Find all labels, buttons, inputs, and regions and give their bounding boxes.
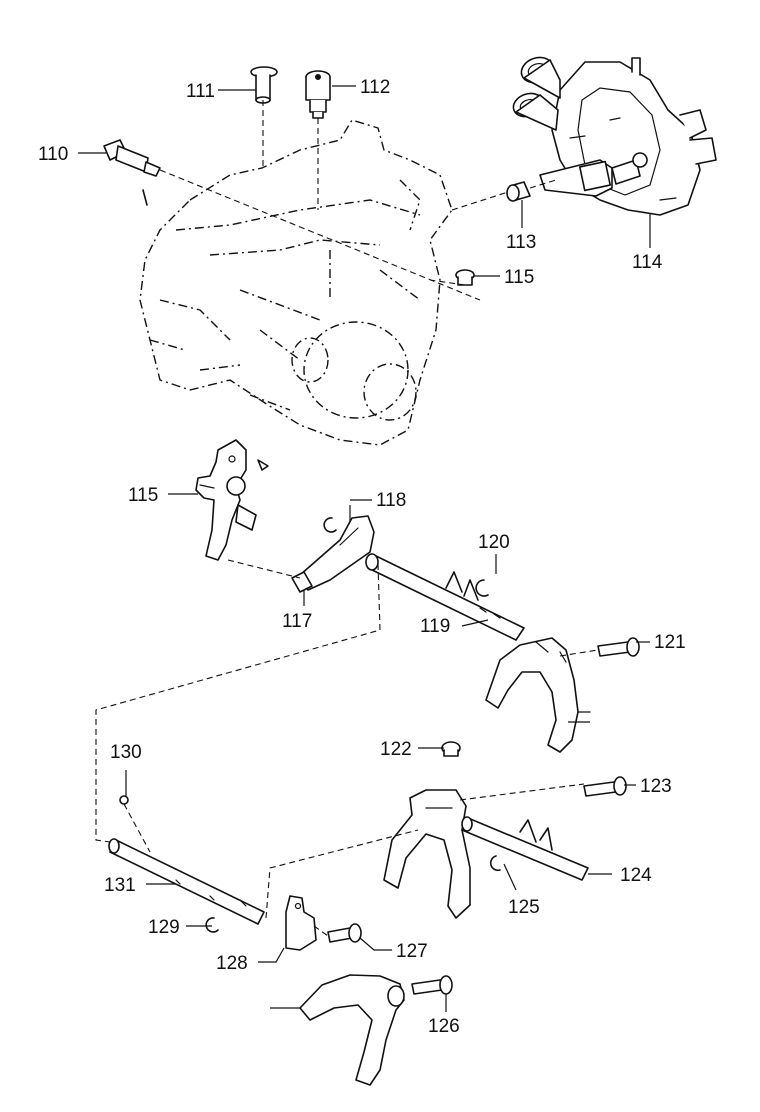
shift-fork-upper	[485, 637, 591, 753]
bolt-115-upper	[455, 269, 475, 286]
callout-120: 120	[478, 532, 510, 553]
ball-130	[119, 795, 129, 805]
callout-117: 117	[282, 611, 312, 632]
guide-lines-lower	[95, 559, 599, 937]
callout-114: 114	[632, 252, 663, 273]
callout-129: 129	[148, 917, 180, 938]
shaft-124	[461, 816, 589, 881]
switch-112	[305, 70, 331, 119]
callout-115-lower: 115	[128, 485, 158, 506]
guide-lines-upper	[159, 100, 557, 301]
callout-110: 110	[38, 144, 68, 165]
callout-125: 125	[508, 897, 540, 918]
shaft-119	[365, 553, 525, 641]
callout-113: 113	[506, 232, 536, 253]
callout-111: 111	[186, 81, 215, 102]
oil-seal-113	[506, 181, 531, 202]
callout-115-upper: 115	[504, 267, 534, 288]
callout-127: 127	[396, 941, 428, 962]
shift-head-128	[285, 895, 317, 951]
bolt-126	[411, 975, 453, 995]
callout-130: 130	[110, 742, 142, 763]
snap-ring-120	[475, 579, 489, 597]
shift-fork-middle	[383, 789, 471, 919]
callout-119: 119	[420, 616, 450, 637]
shaft-131	[108, 838, 265, 925]
plug-111	[250, 66, 278, 104]
bolt-123	[583, 776, 627, 797]
snap-ring-125	[489, 855, 501, 872]
shift-select-housing	[512, 56, 717, 216]
bolt-127	[327, 923, 362, 943]
shift-lever-115	[195, 439, 269, 561]
transaxle-case	[139, 119, 453, 446]
plug-122	[441, 741, 461, 757]
callout-118: 118	[376, 490, 406, 511]
callout-126: 126	[428, 1016, 460, 1037]
callout-112: 112	[360, 77, 390, 98]
sensor-110	[103, 139, 161, 206]
callout-122: 122	[380, 739, 412, 760]
callouts: 111 112 110 113 114 115 115 118 117 120 …	[38, 77, 686, 1037]
snap-ring-118	[323, 517, 337, 533]
callout-131: 131	[104, 875, 136, 896]
bolt-121	[597, 637, 640, 657]
callout-124: 124	[620, 865, 652, 886]
callout-123: 123	[640, 776, 672, 797]
snap-ring-129	[205, 917, 219, 933]
callout-128: 128	[216, 953, 248, 974]
shift-fork-bottom	[299, 974, 405, 1086]
callout-121: 121	[654, 632, 686, 653]
